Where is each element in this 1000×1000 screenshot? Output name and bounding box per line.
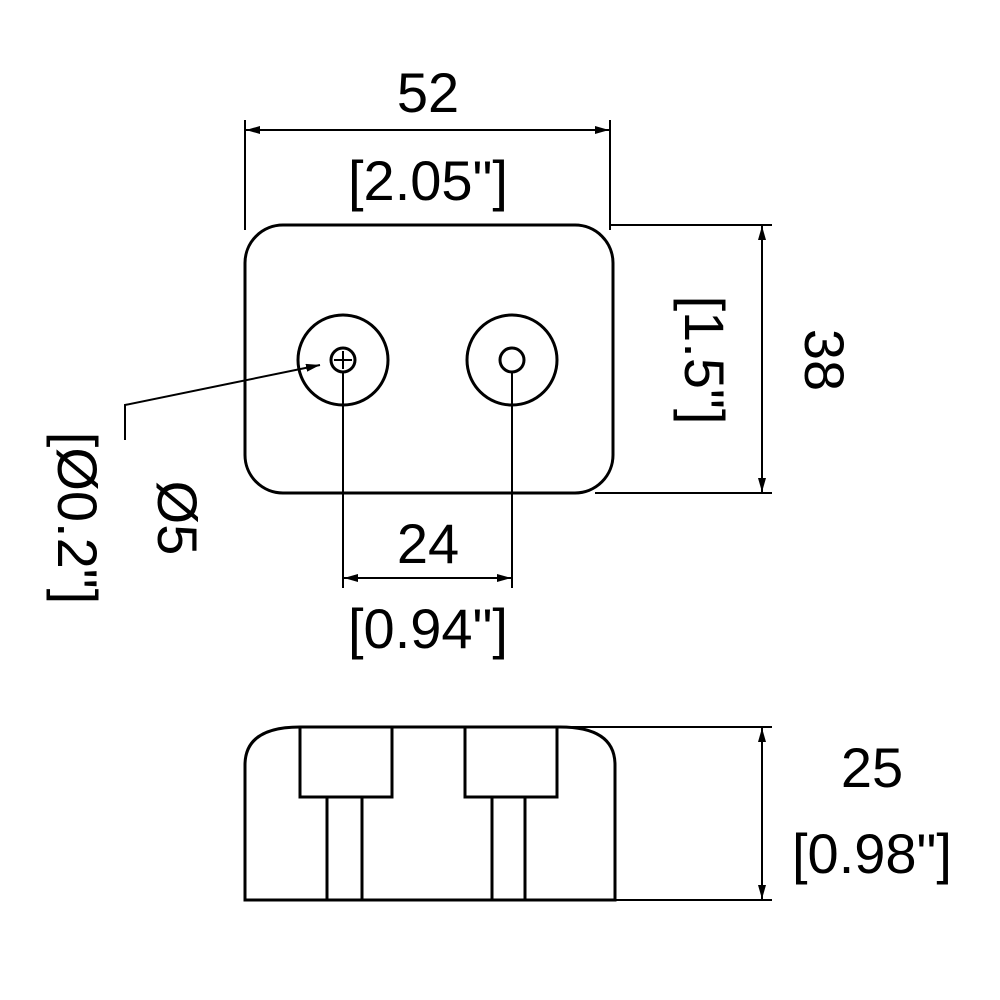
thickness-dimension: 25 [0.98"] [560,726,952,901]
right-bolt-hole-section [463,727,559,900]
hole-diameter-dimension: Ø5 [Ø0.2"] [46,363,321,604]
hole-diameter-metric-label: Ø5 [146,481,209,556]
left-bolt-hole-section [298,727,394,900]
height-imperial-label: [1.5"] [673,296,736,425]
width-imperial-label: [2.05"] [348,149,508,212]
width-dimension: 52 [2.05"] [244,61,611,230]
hole-spacing-metric-label: 24 [397,512,459,575]
hole-spacing-imperial-label: [0.94"] [348,597,508,660]
anode-outline-top [243,223,615,495]
hole-diameter-imperial-label: [Ø0.2"] [46,432,109,604]
height-metric-label: 38 [793,329,856,391]
height-dimension: 38 [1.5"] [595,224,856,494]
hole-spacing-dimension: 24 [0.94"] [342,372,513,660]
top-view: 52 [2.05"] 38 [1.5"] 24 [0.94"] Ø5 [Ø0.2… [46,61,856,660]
side-view: 25 [0.98"] [243,725,952,902]
thickness-imperial-label: [0.98"] [792,822,952,885]
width-metric-label: 52 [397,61,459,124]
thickness-metric-label: 25 [841,736,903,799]
